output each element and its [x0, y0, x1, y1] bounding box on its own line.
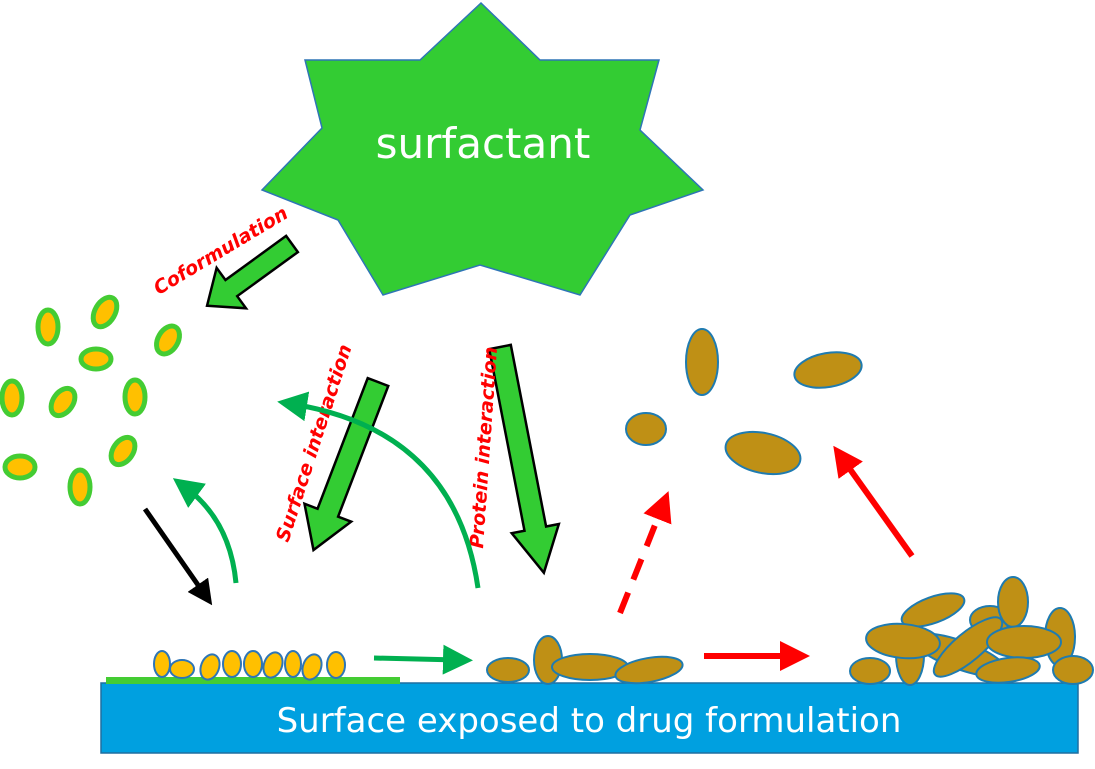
desorption-arrow-small [172, 478, 239, 584]
desorption-arrow-large [277, 391, 481, 589]
coated-proteins [0, 294, 182, 507]
released-particles [625, 328, 863, 476]
release-dashed-arrow [617, 491, 672, 615]
coformulation-block-arrow [205, 234, 300, 310]
aggregate-release-arrow [833, 445, 915, 558]
surface-interaction-block-arrow [302, 376, 390, 553]
unfolded-proteins [486, 635, 684, 685]
unfolding-arrow [373, 644, 473, 675]
surface-label: Surface exposed to drug formulation [277, 701, 902, 741]
surfactant-label: surfactant [376, 119, 591, 168]
surfactant-star [260, 1, 705, 296]
surface [100, 682, 1079, 754]
surfactant-layer [106, 677, 400, 684]
protein-interaction-label: Protein interaction [466, 346, 502, 549]
adsorbed-proteins [153, 650, 346, 681]
surface-aggregate [849, 576, 1094, 686]
protein-interaction-block-arrow [487, 343, 561, 576]
adsorption-arrow [142, 507, 213, 606]
